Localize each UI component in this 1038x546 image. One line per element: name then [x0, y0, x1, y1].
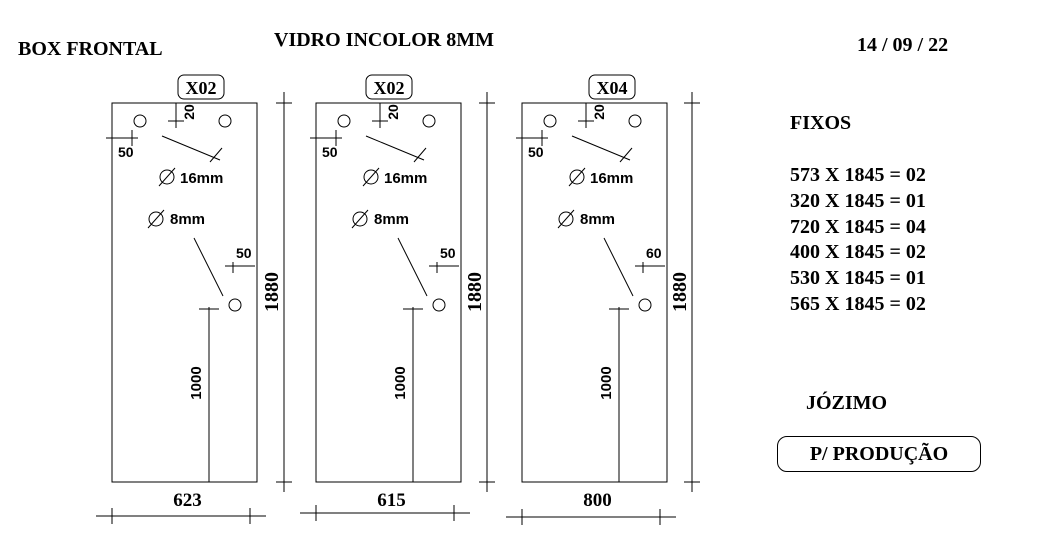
width-label: 623 [173, 490, 202, 511]
diameter-small-icon-slash [351, 209, 369, 229]
height-label: 1880 [464, 272, 486, 312]
edge-offset-label: 50 [322, 144, 338, 160]
fixos-item: 320 X 1845 = 01 [790, 189, 926, 212]
handle-height-label: 1000 [598, 366, 615, 399]
handle-hole [432, 298, 446, 312]
leader-line [603, 237, 634, 297]
fixos-item: 400 X 1845 = 02 [790, 241, 926, 264]
hinge-hole [218, 114, 232, 128]
hole-large-label: 16mm [384, 170, 427, 187]
diameter-large-icon-slash [158, 167, 176, 187]
leader-line [161, 135, 221, 161]
header-date: 14 / 09 / 22 [857, 34, 949, 56]
hole-large-label: 16mm [590, 170, 633, 187]
hinge-hole [422, 114, 436, 128]
quantity-tag [365, 74, 413, 100]
hinge-hole [337, 114, 351, 128]
handle-offset-label: 60 [646, 245, 662, 261]
diameter-large-icon [363, 169, 379, 185]
handle-hole [638, 298, 652, 312]
diameter-small-icon [558, 211, 574, 227]
hinge-offset-label: 20 [591, 104, 607, 120]
hinge-hole [543, 114, 557, 128]
fixos-item: 720 X 1845 = 04 [790, 215, 926, 238]
hole-small-label: 8mm [374, 211, 409, 228]
glass-panel-outline [521, 102, 668, 483]
header-title-left: BOX FRONTAL [18, 38, 163, 60]
leader-line [365, 135, 425, 161]
fixos-item: 573 X 1845 = 02 [790, 164, 926, 186]
fixos-list: 573 X 1845 = 02 320 X 1845 = 01 720 X 18… [790, 163, 926, 318]
diameter-large-icon [159, 169, 175, 185]
fixos-item: 565 X 1845 = 02 [790, 292, 926, 315]
diameter-large-icon-slash [568, 167, 586, 187]
edge-offset-label: 50 [118, 144, 134, 160]
quantity-tag [588, 74, 636, 100]
leader-line [571, 135, 631, 161]
quantity-label: X04 [597, 78, 628, 98]
width-label: 800 [583, 490, 612, 511]
leader-line [193, 237, 224, 297]
quantity-label: X02 [374, 78, 405, 98]
hole-small-label: 8mm [580, 211, 615, 228]
diameter-small-icon [148, 211, 164, 227]
diameter-large-icon-slash [362, 167, 380, 187]
quantity-tag [177, 74, 225, 100]
handle-height-label: 1000 [392, 366, 409, 399]
width-label: 615 [377, 490, 406, 511]
handle-height-label: 1000 [188, 366, 205, 399]
handle-offset-label: 50 [440, 245, 456, 261]
leader-tick [413, 147, 427, 163]
glass-panel-outline [111, 102, 258, 483]
quantity-label: X02 [186, 78, 217, 98]
leader-tick [619, 147, 633, 163]
client-name: JÓZIMO [806, 392, 888, 414]
handle-hole [228, 298, 242, 312]
height-label: 1880 [261, 272, 283, 312]
header-title-center: VIDRO INCOLOR 8MM [274, 29, 494, 51]
fixos-item: 530 X 1845 = 01 [790, 267, 926, 290]
diameter-small-icon-slash [147, 209, 165, 229]
glass-panel-outline [315, 102, 462, 483]
hinge-offset-label: 20 [181, 104, 197, 120]
hole-large-label: 16mm [180, 170, 223, 187]
diameter-small-icon [352, 211, 368, 227]
hinge-offset-label: 20 [385, 104, 401, 120]
diameter-large-icon [569, 169, 585, 185]
edge-offset-label: 50 [528, 144, 544, 160]
handle-offset-label: 50 [236, 245, 252, 261]
diameter-small-icon-slash [557, 209, 575, 229]
hinge-hole [133, 114, 147, 128]
leader-line [397, 237, 428, 297]
leader-tick [209, 147, 223, 163]
fixos-title: FIXOS [790, 112, 852, 134]
hole-small-label: 8mm [170, 211, 205, 228]
production-stamp: P/ PRODUÇÃO [777, 436, 981, 472]
hinge-hole [628, 114, 642, 128]
height-label: 1880 [669, 272, 691, 312]
